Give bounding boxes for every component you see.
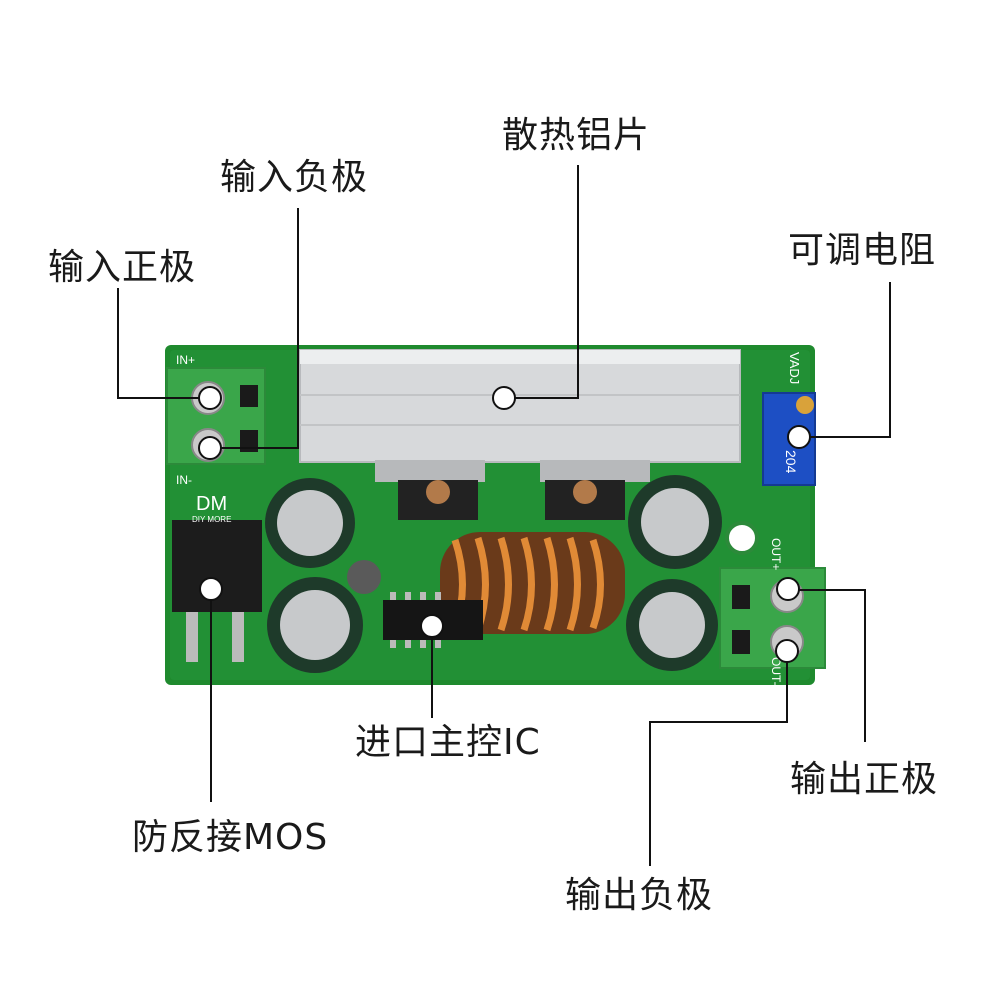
heatsink <box>299 349 741 520</box>
mounting-hole <box>725 521 759 555</box>
capacitors <box>265 475 722 673</box>
label-adjustable-resistor: 可调电阻 <box>788 230 937 271</box>
label-anti-reverse-mos: 防反接MOS <box>132 817 329 858</box>
silk-out-plus: OUT+ <box>769 538 783 570</box>
label-output-positive: 输出正极 <box>790 759 939 800</box>
silk-in-minus: IN- <box>176 473 192 487</box>
inductor-coil <box>440 532 625 634</box>
callout-lines <box>117 165 891 866</box>
silk-out-minus: OUT- <box>769 657 783 686</box>
silk-logo: DM <box>196 493 227 515</box>
silk-pot-code: 204 <box>783 450 799 474</box>
output-terminal-block <box>719 567 826 669</box>
silk-in-plus: IN+ <box>176 353 195 367</box>
label-heatsink: 散热铝片 <box>502 115 651 156</box>
label-input-negative: 输入负极 <box>220 157 369 198</box>
silk-vadj: VADJ <box>787 352 802 384</box>
label-input-positive: 输入正极 <box>48 247 197 288</box>
silk-logo-sub: DIY MORE <box>192 515 231 524</box>
label-output-negative: 输出负极 <box>565 875 714 916</box>
label-main-control-ic: 进口主控IC <box>355 722 541 763</box>
callout-dots <box>198 386 811 663</box>
